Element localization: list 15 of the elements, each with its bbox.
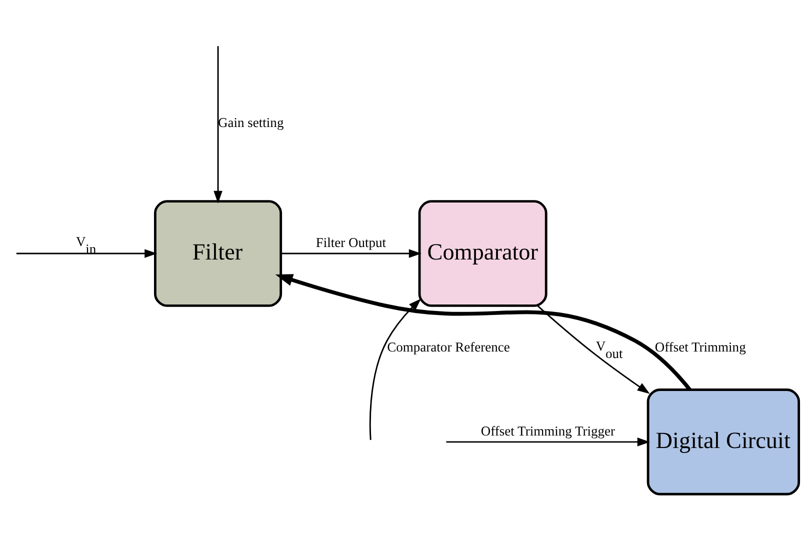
edge-label: Offset Trimming Trigger	[480, 423, 616, 438]
node-box: Comparator	[418, 200, 548, 307]
arrow	[537, 305, 650, 394]
arrow	[214, 46, 222, 204]
edge-label: Gain setting	[218, 115, 284, 130]
arrow	[16, 249, 158, 258]
edge-label: Offset Trimming	[654, 339, 746, 354]
node-box: Digital Circuit	[646, 388, 800, 496]
arrow	[281, 249, 422, 258]
arrow	[446, 438, 650, 446]
edge-label: Comparator Reference	[387, 339, 510, 354]
arrow	[275, 274, 692, 391]
edge-label: Filter Output	[316, 234, 386, 250]
node-box: Filter	[154, 200, 282, 307]
arrow	[369, 298, 422, 440]
